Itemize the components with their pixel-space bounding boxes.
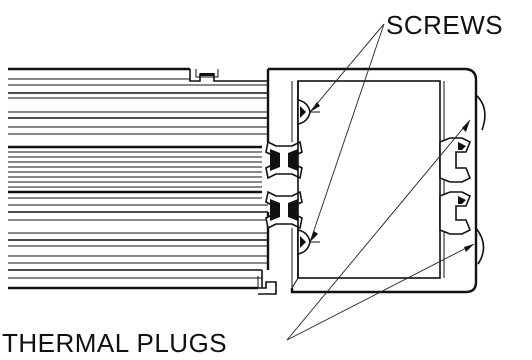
screws-leaders: [309, 23, 385, 243]
extrusion-profile: [8, 67, 277, 295]
screws-label: SCREWS: [386, 10, 503, 40]
thermal-plugs-leaders: [286, 119, 475, 341]
thermal-plugs-label: THERMAL PLUGS: [2, 328, 227, 358]
thermal-break-strips: [265, 140, 303, 230]
screw-upper: [297, 99, 320, 125]
screw-lower: [297, 229, 320, 255]
